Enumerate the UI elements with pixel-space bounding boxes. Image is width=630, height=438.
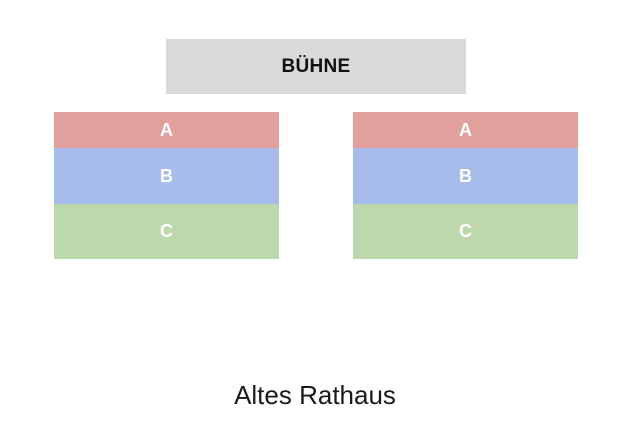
seating-block-right: A B C xyxy=(353,112,578,259)
zone-b-left[interactable]: B xyxy=(54,148,279,204)
zone-b-right[interactable]: B xyxy=(353,148,578,204)
zone-c-left[interactable]: C xyxy=(54,204,279,259)
stage-label: BÜHNE xyxy=(166,39,466,94)
seating-block-left: A B C xyxy=(54,112,279,259)
zone-c-right[interactable]: C xyxy=(353,204,578,259)
zone-a-left[interactable]: A xyxy=(54,112,279,148)
zone-a-right[interactable]: A xyxy=(353,112,578,148)
venue-name: Altes Rathaus xyxy=(234,380,396,410)
